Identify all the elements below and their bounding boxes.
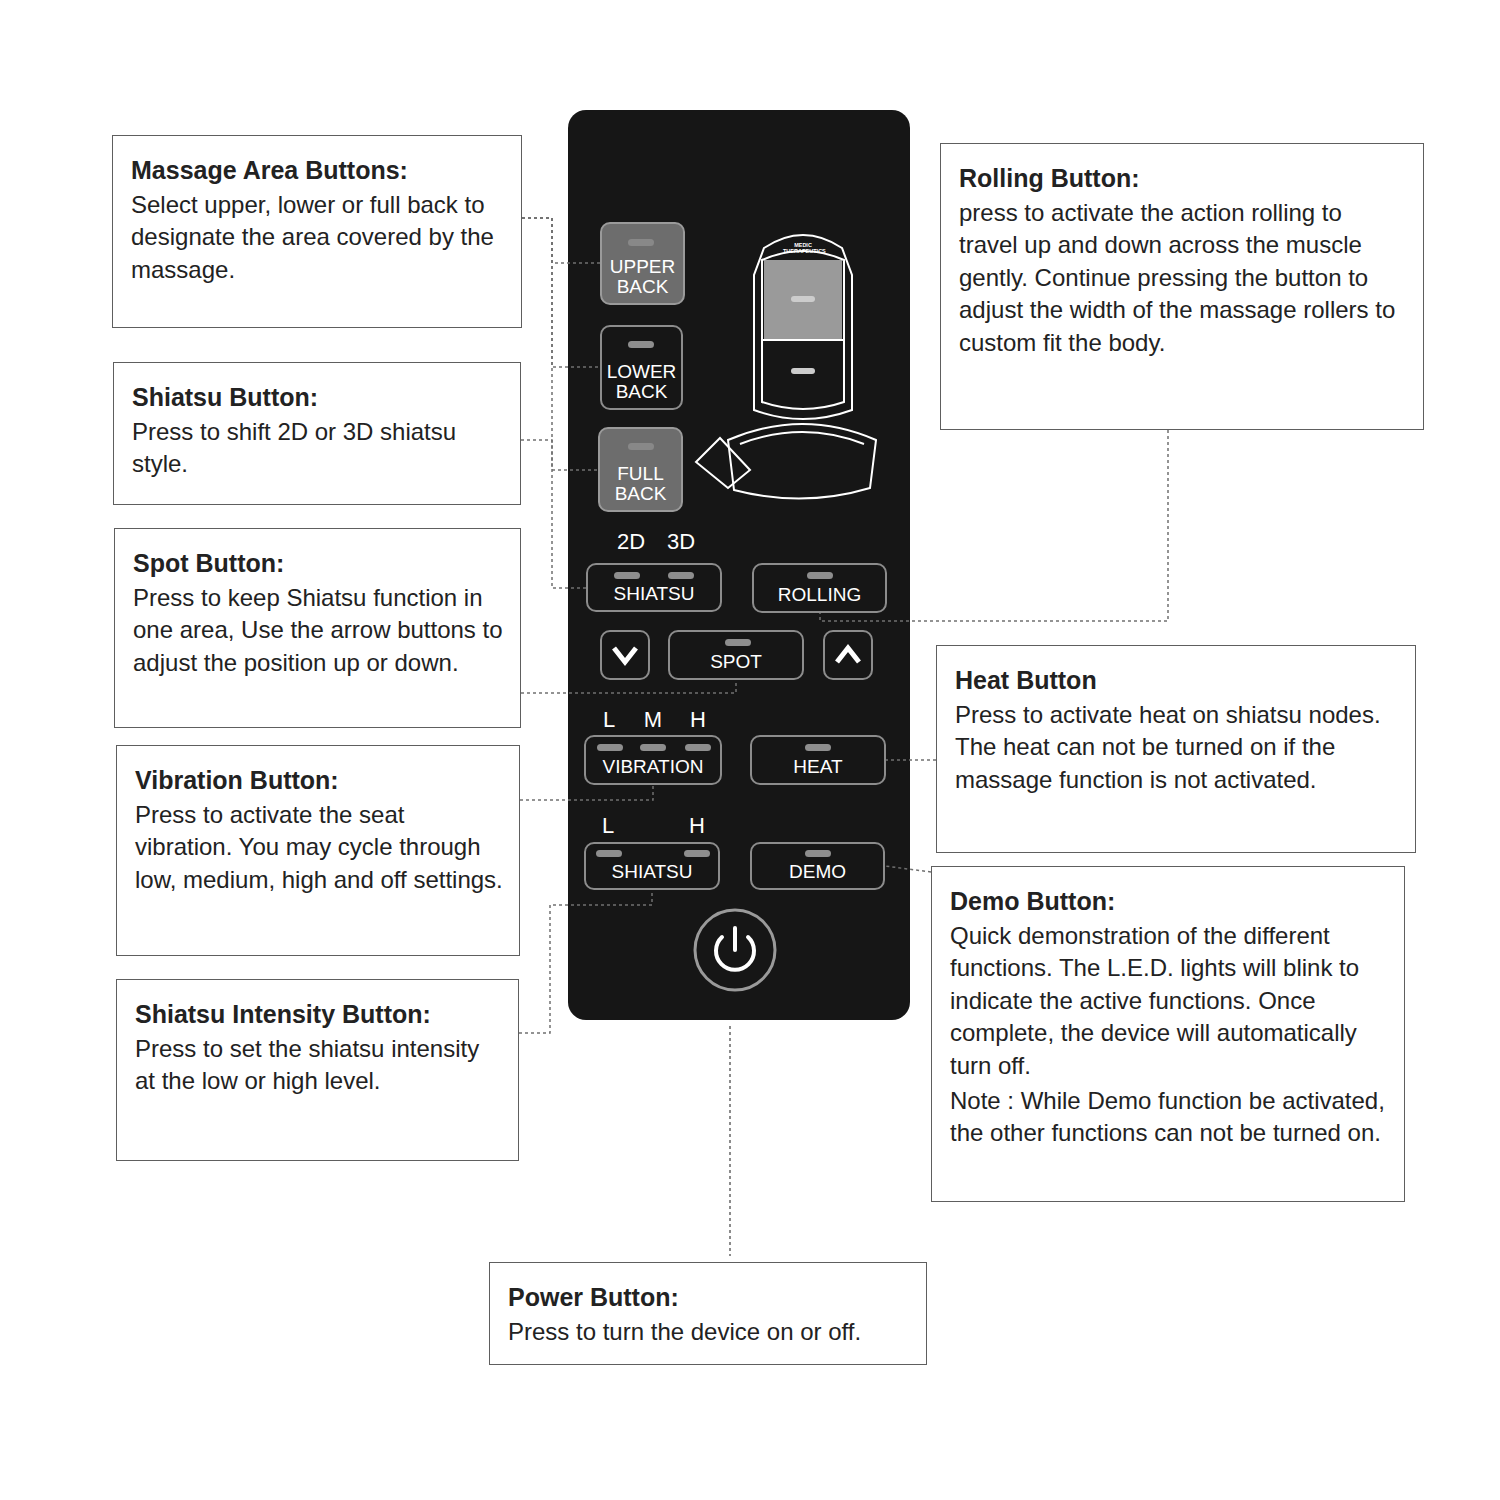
callout-text: Press to keep Shiatsu function in one ar… [133, 582, 504, 680]
leader-line [522, 218, 600, 263]
callout-heading: Rolling Button: [959, 162, 1407, 195]
chair-illustration [696, 235, 876, 499]
indicator-label: L [603, 707, 615, 733]
power-button-symbol [695, 910, 775, 990]
callout-text: Press to shift 2D or 3D shiatsu style. [132, 416, 504, 481]
callout-heading: Shiatsu Intensity Button: [135, 998, 502, 1031]
callout-heading: Shiatsu Button: [132, 381, 504, 414]
control-button: HEAT [750, 735, 886, 785]
callout-box: Demo Button:Quick demonstration of the d… [931, 866, 1405, 1202]
control-button: ROLLING [752, 563, 887, 613]
indicator-label: L [602, 813, 614, 839]
control-button: UPPER BACK [600, 222, 685, 305]
callout-heading: Power Button: [508, 1281, 910, 1314]
arrow-buttons [601, 631, 872, 679]
brand-logo: MEDIC THERAPEUTICS [783, 242, 823, 254]
control-button: SHIATSU [584, 842, 720, 890]
leader-line [885, 866, 931, 872]
leader-line [522, 218, 600, 367]
callout-box: Heat ButtonPress to activate heat on shi… [936, 645, 1416, 853]
control-button: SHIATSU [586, 563, 722, 612]
indicator-label: H [690, 707, 706, 733]
leader-line [520, 785, 653, 800]
callout-box: Shiatsu Intensity Button:Press to set th… [116, 979, 519, 1161]
button-label: LOWER BACK [606, 362, 677, 402]
leader-line [519, 890, 652, 1033]
callout-heading: Spot Button: [133, 547, 504, 580]
button-label: HEAT [793, 757, 842, 777]
callout-heading: Demo Button: [950, 885, 1388, 918]
callout-text: Quick demonstration of the different fun… [950, 920, 1388, 1083]
indicator-label: M [644, 707, 662, 733]
callout-box: Shiatsu Button:Press to shift 2D or 3D s… [113, 362, 521, 505]
callout-box: Massage Area Buttons:Select upper, lower… [112, 135, 522, 328]
control-button: FULL BACK [598, 427, 683, 512]
callout-text: Press to turn the device on or off. [508, 1316, 910, 1349]
leader-line [729, 1026, 731, 1256]
indicator-label: 3D [667, 529, 695, 555]
leader-line [521, 680, 736, 693]
indicator-label: H [689, 813, 705, 839]
callout-text: Note : While Demo function be activated,… [950, 1085, 1388, 1150]
callout-text: press to activate the action rolling to … [959, 197, 1407, 360]
button-label: DEMO [789, 862, 846, 882]
callout-text: Press to set the shiatsu intensity at th… [135, 1033, 502, 1098]
button-label: UPPER BACK [606, 257, 679, 297]
callout-text: Press to activate heat on shiatsu nodes.… [955, 699, 1399, 797]
button-label: SPOT [710, 652, 762, 672]
callout-text: Select upper, lower or full back to desi… [131, 189, 505, 287]
button-label: ROLLING [778, 585, 861, 605]
leader-line [886, 759, 936, 761]
button-label: SHIATSU [614, 584, 695, 604]
indicator-label: 2D [617, 529, 645, 555]
callout-text: Press to activate the seat vibration. Yo… [135, 799, 503, 897]
remote-panel: 2D 3D L M H L H UPPER BACK LOWER BACK FULL BACK SH… [568, 110, 910, 1020]
button-label: SHIATSU [612, 862, 693, 882]
leader-line [522, 218, 598, 470]
callout-box: Rolling Button:press to activate the act… [940, 143, 1424, 430]
control-button: LOWER BACK [600, 325, 683, 410]
leader-line [820, 430, 1168, 621]
control-button: DEMO [750, 842, 885, 890]
button-label: FULL BACK [604, 464, 677, 504]
button-label: VIBRATION [603, 757, 704, 777]
leader-line [521, 440, 586, 588]
callout-heading: Massage Area Buttons: [131, 154, 505, 187]
callout-box: Spot Button:Press to keep Shiatsu functi… [114, 528, 521, 728]
callout-heading: Heat Button [955, 664, 1399, 697]
callout-box: Vibration Button:Press to activate the s… [116, 745, 520, 956]
control-button: SPOT [668, 630, 804, 680]
control-button: VIBRATION [584, 735, 722, 785]
callout-box: Power Button:Press to turn the device on… [489, 1262, 927, 1365]
callout-heading: Vibration Button: [135, 764, 503, 797]
